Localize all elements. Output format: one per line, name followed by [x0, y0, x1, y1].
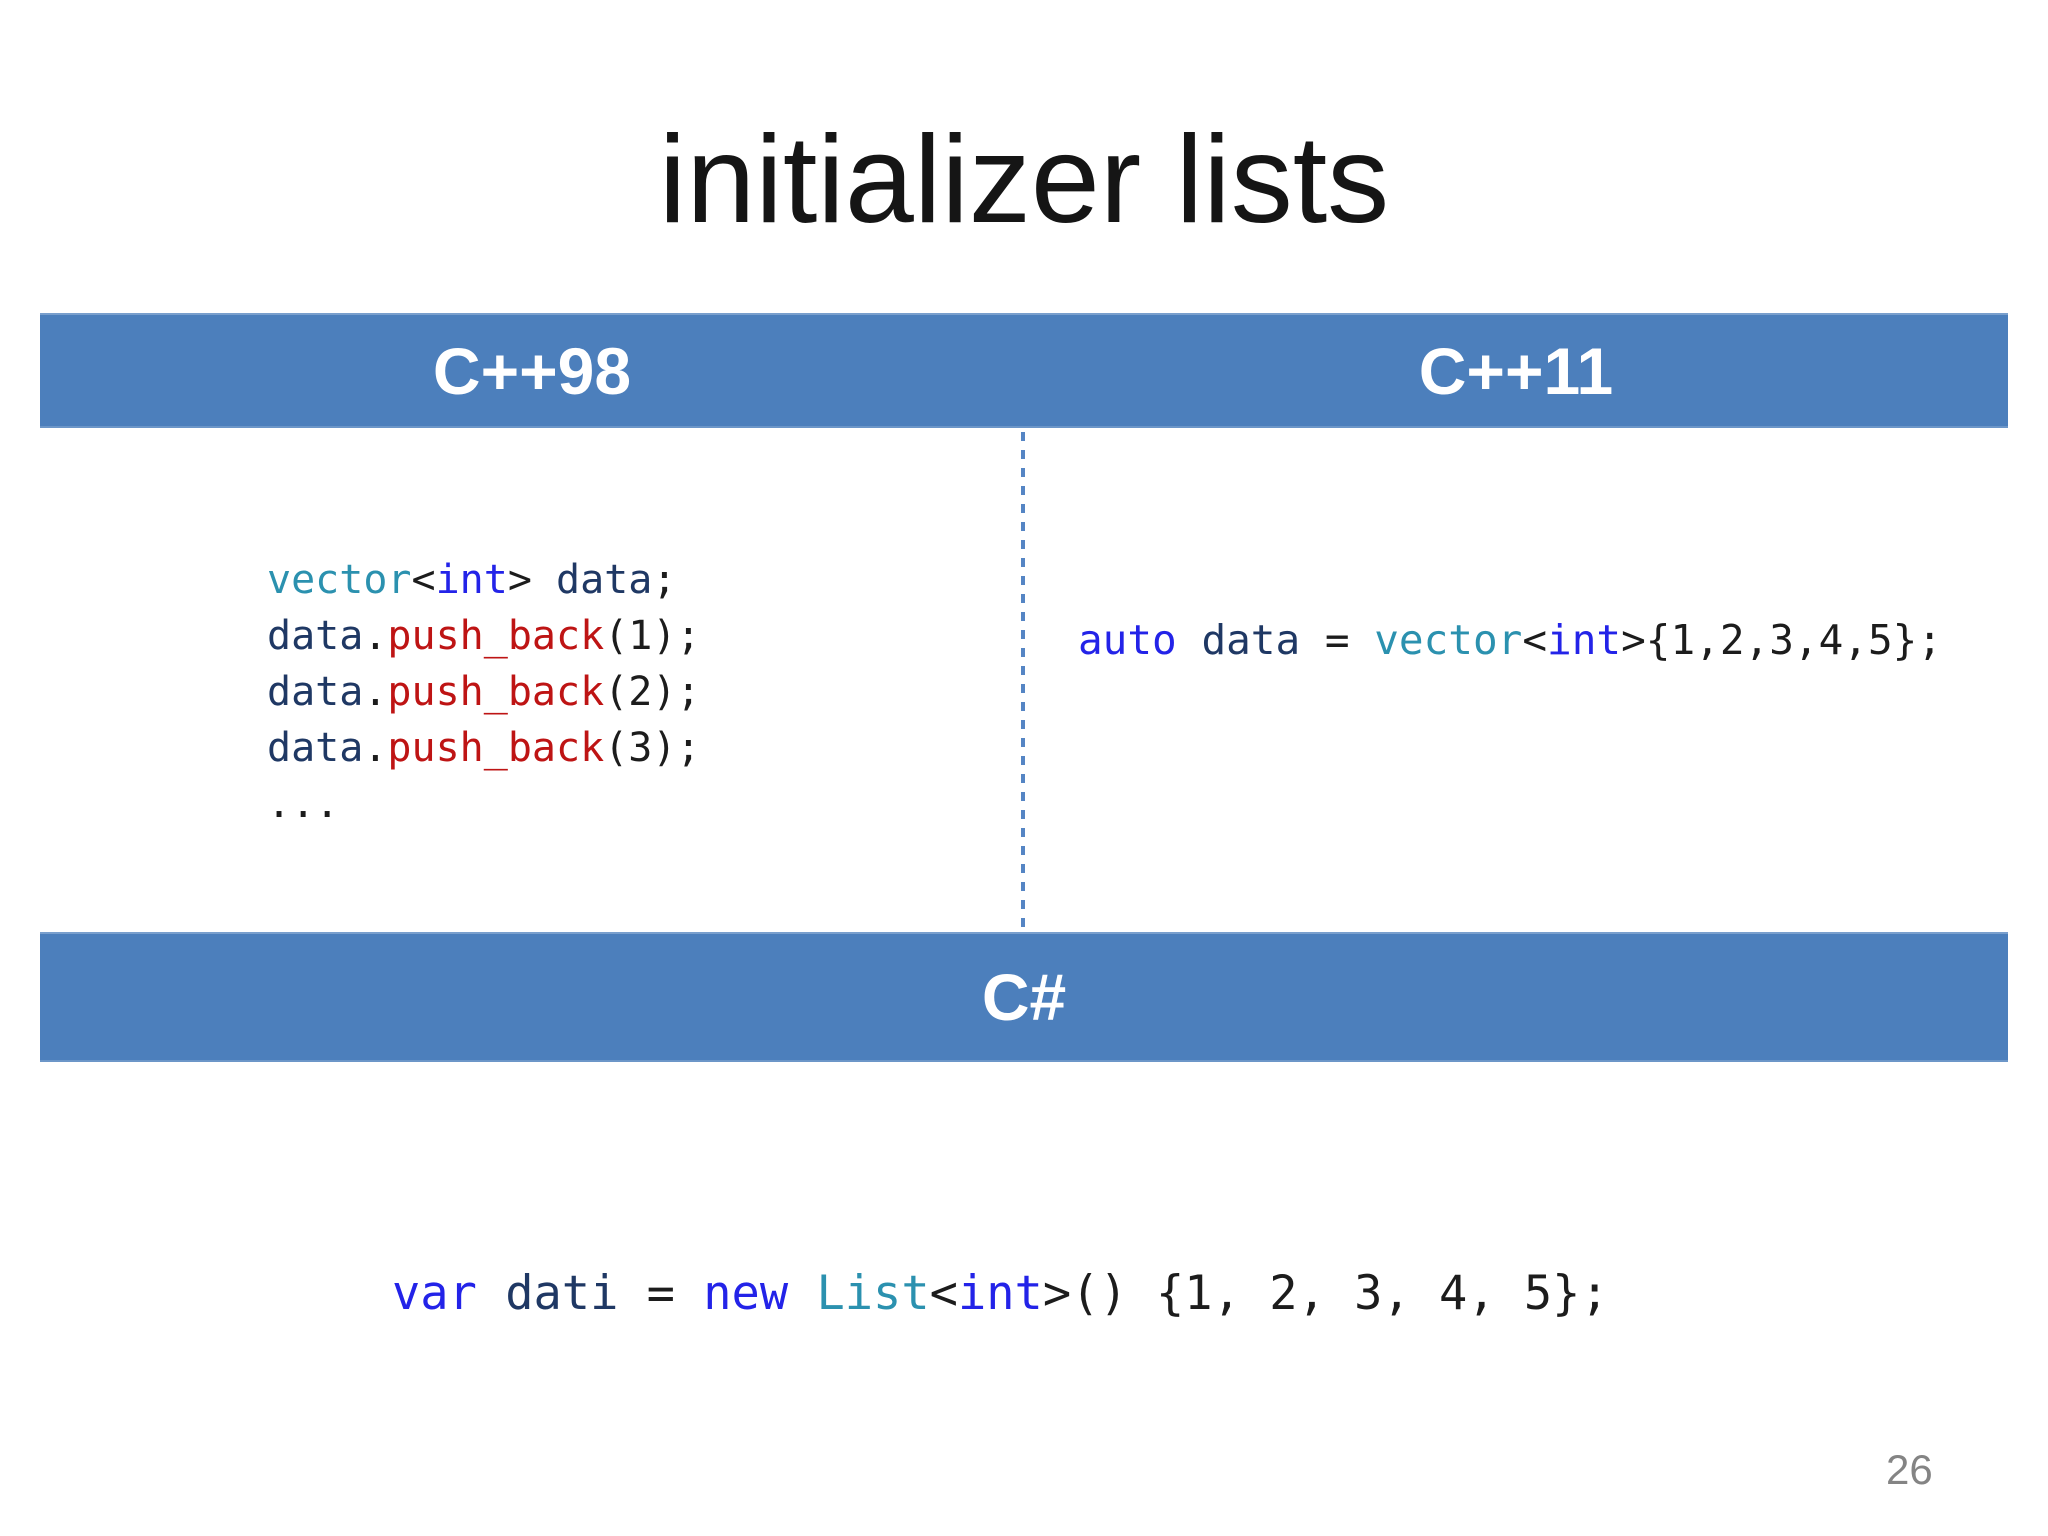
code-token: > [1621, 616, 1646, 664]
code-token: int [435, 557, 508, 603]
code-token: auto [1078, 616, 1177, 664]
code-line: data.push_back(3); [267, 720, 701, 776]
code-token: int [1547, 616, 1622, 664]
code-token: dati [505, 1266, 619, 1321]
code-token: = [618, 1266, 704, 1321]
code-line: var dati = new List<int>() {1, 2, 3, 4, … [392, 1264, 1609, 1324]
code-token: = [1300, 616, 1375, 664]
code-token: int [957, 1266, 1043, 1321]
code-token: (3); [604, 725, 701, 771]
code-line: data.push_back(2); [267, 664, 701, 720]
header-cpp11: C++11 [1418, 333, 1614, 408]
code-block-cpp11: auto data = vector<int>{1,2,3,4,5}; [1078, 612, 1942, 668]
code-token [788, 1266, 816, 1321]
code-token: push_back [387, 725, 605, 771]
code-token [1177, 616, 1202, 664]
code-token: new [703, 1266, 789, 1321]
code-line: auto data = vector<int>{1,2,3,4,5}; [1078, 612, 1942, 668]
code-token: ; [652, 557, 677, 603]
code-token: data [1201, 616, 1301, 664]
column-divider-dashed-line [1021, 432, 1025, 930]
code-token: data [267, 725, 364, 771]
code-block-cpp98: vector<int> data;data.push_back(1);data.… [267, 552, 701, 832]
code-token: . [363, 613, 388, 659]
header-bar-csharp: C# [40, 932, 2008, 1062]
code-token: vector [1374, 616, 1523, 664]
code-token: {1,2,3,4,5}; [1645, 616, 1943, 664]
code-token: > [507, 557, 557, 603]
code-token: < [411, 557, 436, 603]
code-line: ... [267, 776, 701, 832]
code-block-csharp: var dati = new List<int>() {1, 2, 3, 4, … [392, 1264, 1609, 1324]
slide-title: initializer lists [658, 111, 1390, 249]
page-number: 26 [1886, 1446, 1933, 1493]
code-line: data.push_back(1); [267, 608, 701, 664]
header-bar-cpp: C++98 C++11 [40, 313, 2008, 428]
code-token: . [363, 725, 388, 771]
code-token: data [556, 557, 653, 603]
code-token: var [392, 1266, 477, 1321]
code-token: . [363, 669, 388, 715]
code-token: < [1522, 616, 1548, 664]
header-cpp98: C++98 [432, 333, 632, 408]
code-token: ... [267, 781, 340, 827]
code-line: vector<int> data; [267, 552, 701, 608]
code-token: push_back [387, 669, 605, 715]
code-token: >() {1, 2, 3, 4, 5}; [1042, 1266, 1609, 1321]
code-token: data [267, 613, 364, 659]
code-token: vector [267, 557, 412, 603]
code-token: List [816, 1266, 930, 1321]
code-token: data [267, 669, 364, 715]
code-token [477, 1266, 505, 1321]
code-token: < [929, 1266, 958, 1321]
header-csharp: C# [981, 960, 1067, 1034]
code-token: (1); [604, 613, 701, 659]
code-token: (2); [604, 669, 701, 715]
code-token: push_back [387, 613, 605, 659]
